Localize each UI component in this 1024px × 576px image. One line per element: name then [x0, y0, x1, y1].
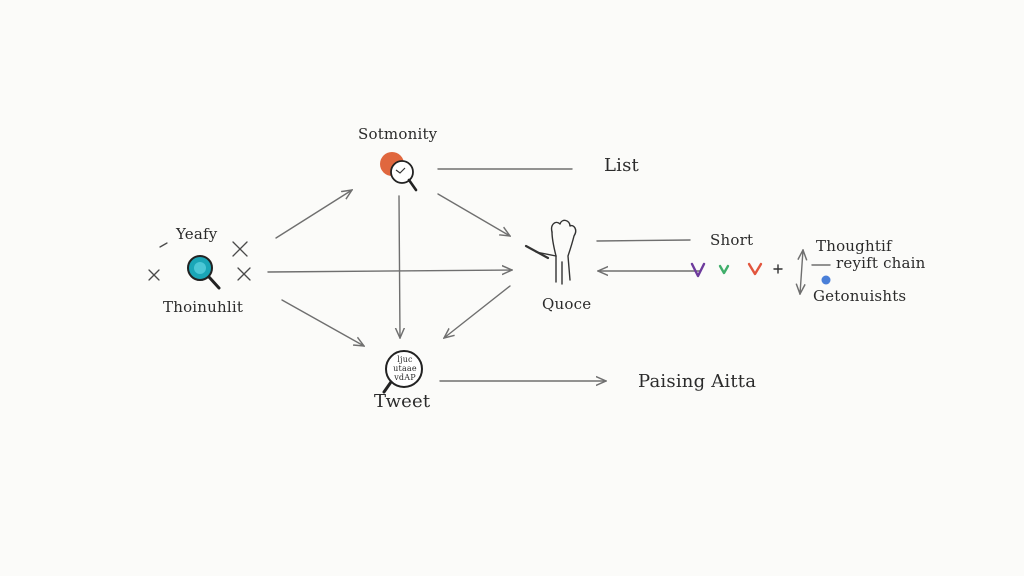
blue-dot-icon	[821, 275, 831, 285]
arrow-top-to-center	[437, 193, 510, 236]
list-label: List	[604, 155, 639, 176]
left-node-crosses	[148, 241, 251, 281]
parsing-label: Paising Aitta	[638, 371, 757, 392]
arrow-top-to-bottom	[399, 195, 400, 338]
note-line-1: Thoughtif	[816, 237, 892, 255]
inner-line-3: vdAP	[394, 373, 416, 382]
green-heart-icon	[718, 264, 730, 275]
magnifier-icon	[187, 255, 221, 290]
purple-heart-icon	[690, 262, 706, 278]
arrow-left-to-top	[275, 190, 352, 239]
red-heart-icon	[747, 262, 763, 276]
bottom-node-label: Tweet	[374, 391, 431, 412]
note-line-2: reyift chain	[836, 254, 926, 272]
note-line-3: Getonuishts	[813, 287, 907, 305]
magnifier-icon	[382, 350, 423, 394]
magnifier-icon	[380, 152, 418, 192]
hand-icon	[524, 219, 577, 285]
heart-icons	[690, 262, 783, 278]
bottom-node-inner-text: ljuc utaae vdAP	[392, 355, 418, 382]
plus-icon	[773, 264, 783, 274]
arrow-left-to-center	[267, 270, 512, 272]
inner-line-2: utaae	[393, 364, 417, 373]
double-arrow-note	[800, 250, 803, 294]
line-center-to-short	[596, 239, 691, 242]
short-label: Short	[710, 231, 754, 249]
top-node-label: Sotmonity	[358, 125, 438, 143]
left-node-bottom-label: Thoinuhlit	[163, 298, 244, 316]
arrow-center-to-bottom	[444, 285, 511, 338]
left-node-top-label: Yeafy	[176, 225, 218, 243]
arrow-left-to-bottom	[281, 299, 364, 346]
center-node-label: Quoce	[542, 295, 592, 313]
inner-line-1: ljuc	[397, 355, 413, 364]
